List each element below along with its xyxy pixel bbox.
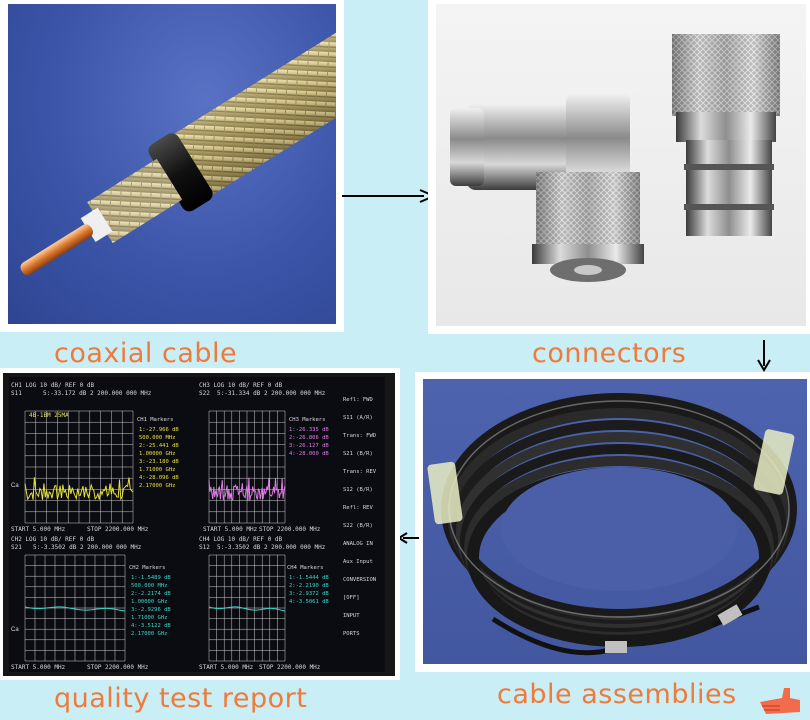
- softkey-label: Aux Input: [343, 559, 373, 565]
- marker-value: 1:-1.5444 dB: [289, 575, 329, 581]
- ch3-markers-title: CH3 Markers: [289, 417, 325, 423]
- softkey-label: ANALOG IN: [343, 541, 373, 547]
- softkey-label: CONVERSION: [343, 577, 376, 583]
- marker-value: 1.00000 GHz: [131, 599, 167, 605]
- marker-value: 2:-2.2174 dB: [131, 591, 171, 597]
- ch4-markers-title: CH4 Markers: [287, 565, 323, 571]
- top-stop-label: STOP 2200.000 MHz: [87, 526, 149, 533]
- ch4-trace: [208, 606, 286, 612]
- arrow-down-icon: [757, 340, 771, 372]
- ch4-header: CH4 LOG 10 dB/ REF 0 dB: [199, 536, 282, 543]
- cable-assemblies-photo: [423, 379, 807, 664]
- bottom-start-label: START 5.000 MHz: [11, 664, 66, 671]
- ca-label-1: Ca: [11, 483, 19, 489]
- softkey-column: Refl: FWD S11 (A/R) Trans: FWD S21 (B/R) Tra…: [343, 397, 377, 637]
- marker-value: 1.71000 GHz: [131, 615, 167, 621]
- marker-value: 2:-26.806 dB: [289, 435, 329, 441]
- ch2-param: S21: [11, 544, 22, 551]
- softkey-label: S22 (B/R): [343, 523, 373, 529]
- hld-label: 4B-1BM 25MA: [29, 412, 69, 419]
- ch2-marker-line: 5:-3.3502 dB 2 200.000 000 MHz: [33, 544, 142, 551]
- softkey-label: S21 (B/R): [343, 451, 373, 457]
- ch1-marker-list: 1:-27.966 dB 500.000 MHz 2:-25.441 dB 1.000…: [139, 427, 179, 489]
- ch2-markers-title: CH2 Markers: [129, 565, 165, 571]
- connectors-photo: [436, 4, 806, 326]
- marker-value: 1:-27.966 dB: [139, 427, 179, 433]
- connectors-caption: connectors: [532, 338, 687, 369]
- coaxial-cable-illustration: [20, 16, 336, 276]
- softkey-label: INPUT: [343, 613, 360, 619]
- ch4-marker-line: 5:-3.3502 dB 2 200.000 000 MHz: [217, 544, 326, 551]
- ch3-param: S22: [199, 390, 210, 397]
- cable-coil-illustration: [427, 393, 797, 656]
- arrow-left-icon: [397, 532, 419, 544]
- softkey-label: Trans: FWD: [343, 433, 376, 439]
- arrow-right-icon: [342, 189, 436, 203]
- top-right-start-label: START 5.000 MHz: [203, 526, 258, 533]
- marker-value: 2:-25.441 dB: [139, 443, 179, 449]
- ch1-header: CH1 LOG 10 dB/ REF 0 dB: [11, 382, 94, 389]
- coaxial-cable-photo: [8, 4, 336, 324]
- ch3-trace: [208, 477, 286, 501]
- ch3-marker-line: 5:-31.334 dB 2 200.000 000 MHz: [217, 390, 326, 397]
- marker-value: 1.00000 GHz: [139, 451, 175, 457]
- marker-value: 4:-28.000 dB: [289, 451, 329, 457]
- marker-value: 2.17000 GHz: [139, 483, 175, 489]
- ch1-marker-line: 5:-33.172 dB 2 200.000 000 MHz: [43, 390, 152, 397]
- ch3-marker-list: 1:-26.335 dB 2:-26.806 dB 3:-26.127 dB 4:-2…: [289, 427, 329, 457]
- softkey-label: Refl: REV: [343, 505, 373, 511]
- marker-value: 1:-26.335 dB: [289, 427, 329, 433]
- ca-label-2: Ca: [11, 627, 19, 633]
- softkey-label: S12 (B/R): [343, 487, 373, 493]
- marker-value: 3:-23.180 dB: [139, 459, 179, 465]
- ch2-header: CH2 LOG 10 dB/ REF 0 dB: [11, 536, 94, 543]
- coaxial-cable-caption: coaxial cable: [54, 338, 238, 369]
- marker-value: 2:-2.2190 dB: [289, 583, 329, 589]
- marker-value: 500.000 MHz: [131, 583, 167, 589]
- ch2-trace: [24, 606, 126, 612]
- top-right-stop-label: STOP 2200.000 MHz: [259, 526, 321, 533]
- ch1-param: S11: [11, 390, 22, 397]
- bottom-stop-label: STOP 2200.000 MHz: [87, 664, 149, 671]
- bottom-right-stop-label: STOP 2200.000 MHz: [259, 664, 321, 671]
- marker-value: 4:-28.096 dB: [139, 475, 179, 481]
- softkey-label: PORTS: [343, 631, 360, 637]
- cable-assemblies-caption: cable assemblies: [497, 679, 737, 710]
- marker-value: 1.71000 GHz: [139, 467, 175, 473]
- softkey-label: S11 (A/R): [343, 415, 373, 421]
- marker-value: 3:-26.127 dB: [289, 443, 329, 449]
- top-start-label: START 5.000 MHz: [11, 526, 66, 533]
- marker-value: 4:-3.5122 dB: [131, 623, 171, 629]
- softkey-label: Refl: FWD: [343, 397, 373, 403]
- marker-value: 4:-3.5061 dB: [289, 599, 329, 605]
- ch1-markers-title: CH1 Markers: [137, 417, 173, 423]
- quality-test-report-caption: quality test report: [54, 683, 308, 714]
- marker-value: 3:-2.9372 dB: [289, 591, 329, 597]
- analyzer-screen-photo: CH1 LOG 10 dB/ REF 0 dB S11 5:-33.172 dB…: [3, 373, 395, 676]
- pointing-hand-icon: [760, 688, 800, 714]
- bottom-right-start-label: START 5.000 MHz: [199, 664, 254, 671]
- marker-value: 3:-2.9296 dB: [131, 607, 171, 613]
- marker-value: 500.000 MHz: [139, 435, 175, 441]
- ch1-trace: [24, 477, 134, 501]
- ch1-grid: [24, 410, 134, 524]
- ch2-marker-list: 1:-1.5489 dB 500.000 MHz 2:-2.2174 dB 1.000…: [131, 575, 171, 637]
- ch4-marker-list: 1:-1.5444 dB 2:-2.2190 dB 3:-2.9372 dB 4:-3…: [289, 575, 329, 605]
- analyzer-screen: CH1 LOG 10 dB/ REF 0 dB S11 5:-33.172 dB…: [3, 373, 395, 676]
- ch3-header: CH3 LOG 10 dB/ REF 0 dB: [199, 382, 282, 389]
- marker-value: 2.17000 GHz: [131, 631, 167, 637]
- softkey-label: [OFF]: [343, 595, 360, 601]
- marker-value: 1:-1.5489 dB: [131, 575, 171, 581]
- ch4-param: S12: [199, 544, 210, 551]
- connectors-illustration: [450, 34, 780, 282]
- softkey-label: Trans: REV: [343, 469, 377, 475]
